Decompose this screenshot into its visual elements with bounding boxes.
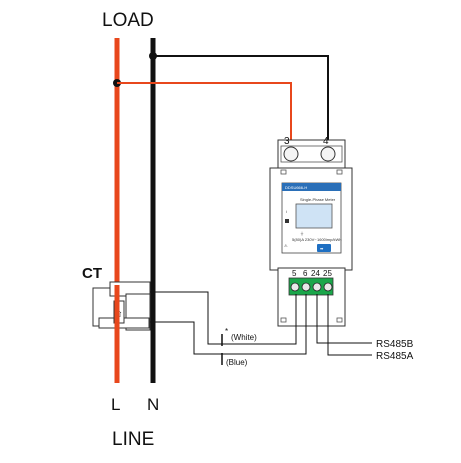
earth-icon: ⏚	[300, 230, 304, 236]
neutral-branch-wire	[153, 55, 329, 140]
terminal-24-label: 24	[311, 269, 320, 278]
rs485a-label: RS485A	[376, 351, 414, 362]
load-label: LOAD	[102, 10, 154, 31]
white-wire-label: (White)	[231, 333, 257, 342]
bottom-clip-right	[336, 317, 343, 323]
terminal-4-label: 4	[323, 136, 329, 147]
n-label: N	[147, 395, 159, 414]
blue-wire-label: (Blue)	[226, 358, 248, 367]
model-banner	[282, 183, 341, 191]
ct-white-wire	[150, 291, 297, 345]
ct-blue-wire	[150, 294, 307, 355]
current-transformer: ⇧	[92, 281, 151, 331]
led-indicator	[285, 219, 289, 223]
impulse-text: 1600imp/kWh	[317, 237, 341, 242]
terminal-3-label: 3	[284, 136, 290, 147]
live-branch-wire	[117, 82, 292, 140]
white-star: *	[225, 327, 228, 336]
info-icon: i	[286, 209, 287, 214]
line-label: LINE	[112, 429, 154, 450]
l-label: L	[111, 395, 120, 414]
bottom-clip-left	[280, 317, 287, 323]
ct-label: CT	[82, 265, 102, 282]
warning-icon: ⚠	[284, 243, 288, 248]
arrow-icon: ➡	[320, 246, 324, 251]
page-button	[317, 244, 331, 252]
bottom-terminal-block	[288, 277, 334, 296]
energy-meter: 3 4 DDSU666-H Single-Phase Meter i ⏚ ⚠ 5…	[269, 136, 353, 327]
top-clip-left	[280, 169, 287, 175]
top-clip-right	[336, 169, 343, 175]
terminal-5-screw	[290, 282, 300, 292]
terminal-5-label: 5	[292, 269, 297, 278]
lcd-screen	[295, 203, 333, 229]
terminal-25-label: 25	[323, 269, 332, 278]
rating-text: 5(80)A 230V~	[292, 237, 317, 242]
terminal-6-screw	[301, 282, 311, 292]
terminal-25-screw	[323, 282, 333, 292]
model-text: DDSU666-H	[285, 185, 307, 190]
rs485b-wire	[316, 294, 372, 344]
screen-title: Single-Phase Meter	[300, 197, 336, 202]
terminal-4-screw	[320, 146, 336, 162]
rs485a-wire	[327, 294, 372, 356]
rs485b-label: RS485B	[376, 339, 414, 350]
terminal-24-screw	[312, 282, 322, 292]
terminal-6-label: 6	[303, 269, 308, 278]
terminal-3-screw	[283, 146, 299, 162]
